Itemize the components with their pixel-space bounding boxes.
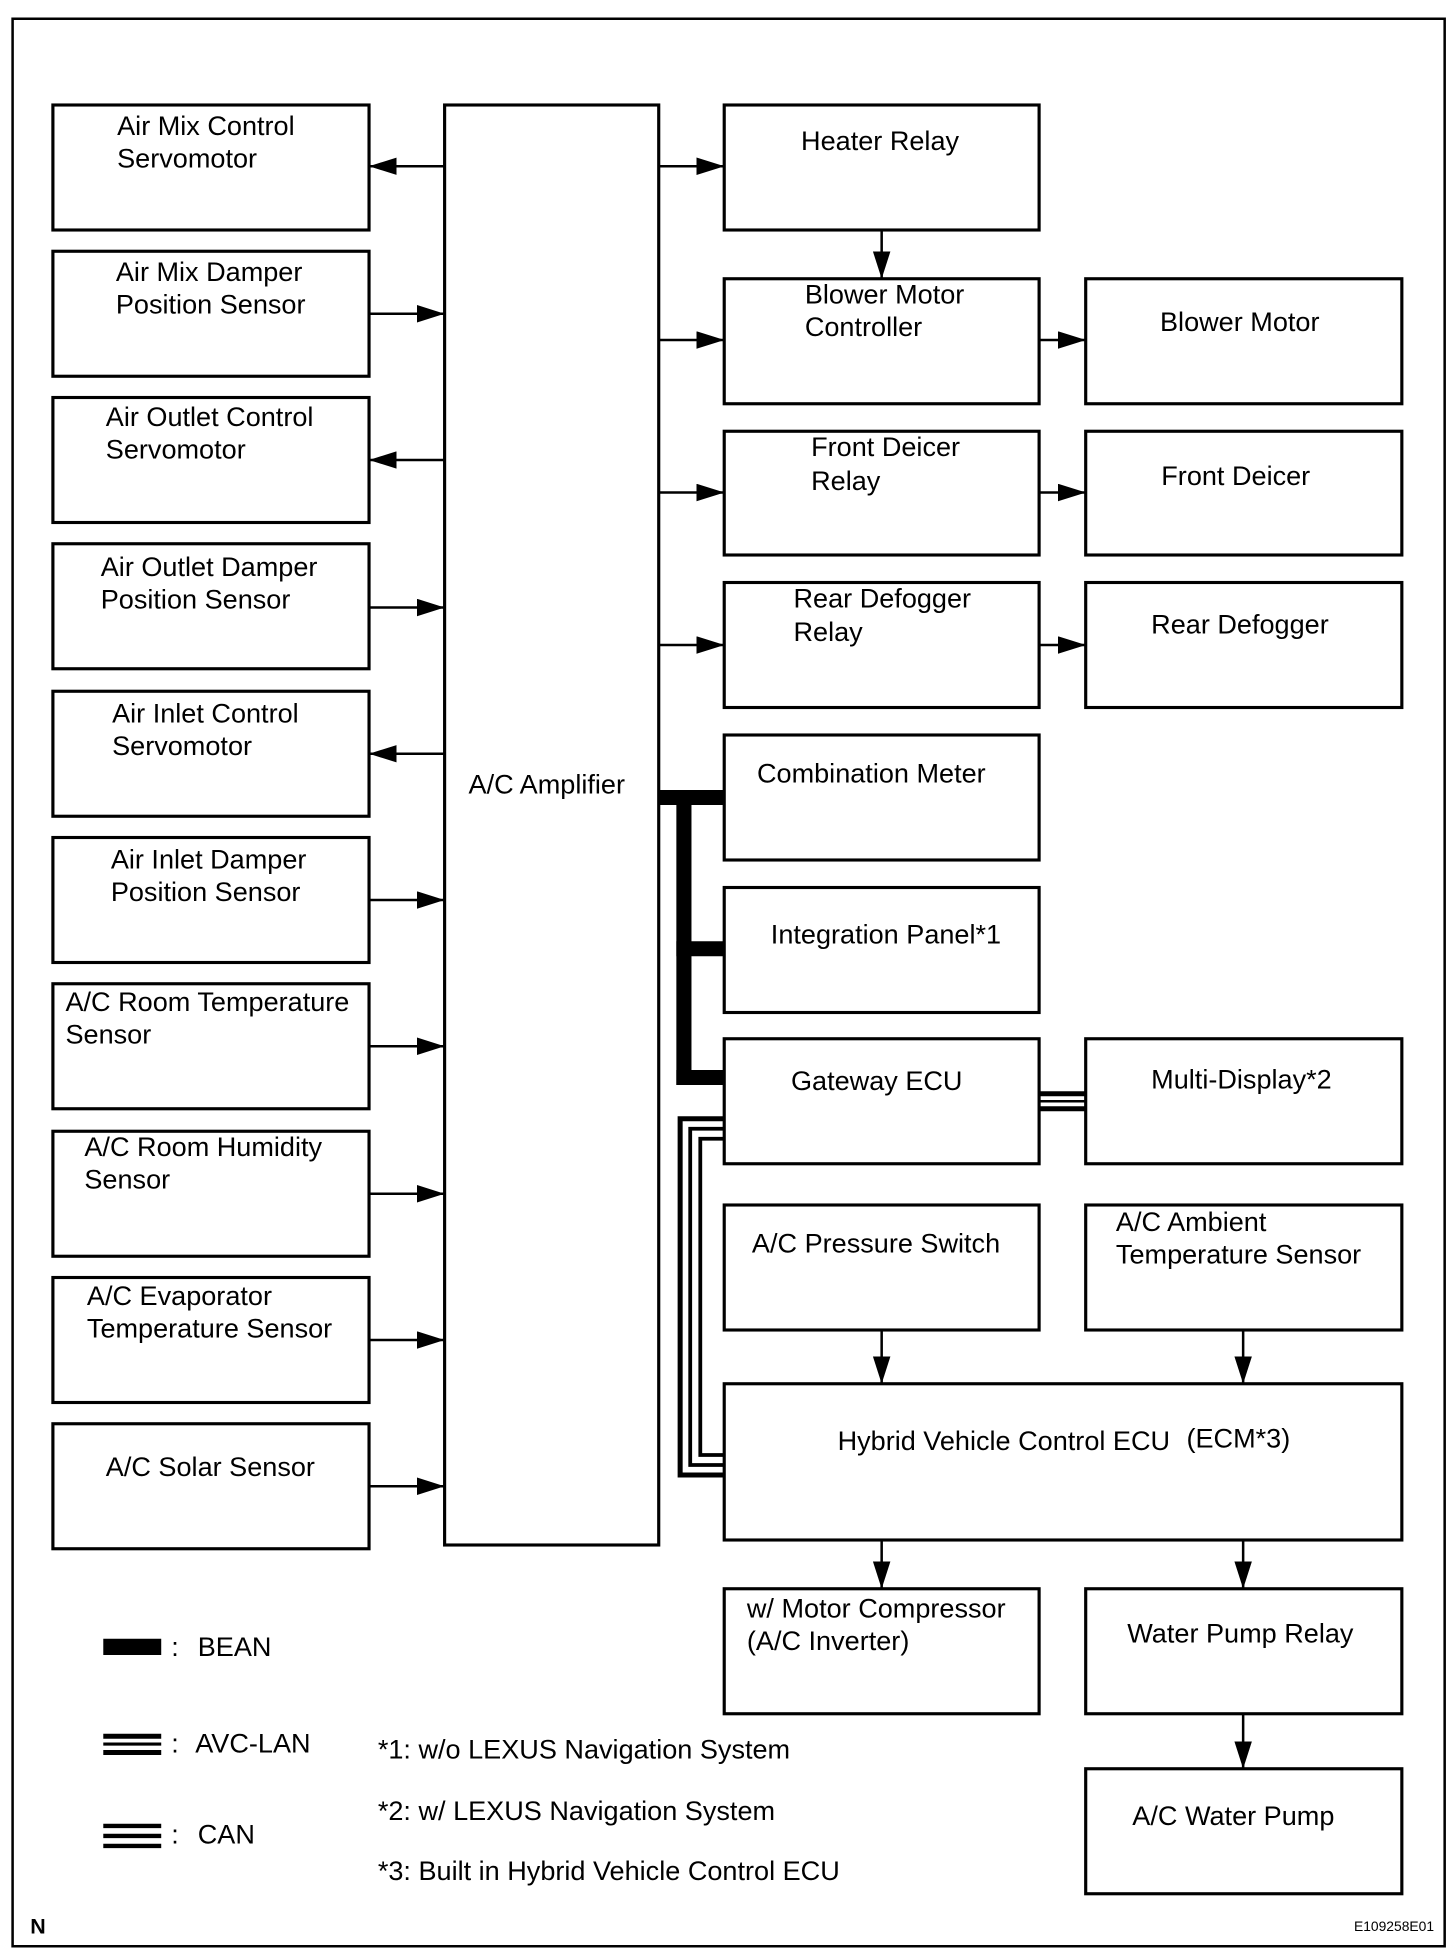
legend-label: AVC-LAN xyxy=(195,1729,310,1759)
block-label: Hybrid Vehicle Control ECU xyxy=(838,1426,1171,1456)
block-label: A/C Pressure Switch xyxy=(752,1229,1000,1259)
legend-item-bean: : BEAN xyxy=(103,1632,271,1662)
block-ac-solar-sensor: A/C Solar Sensor xyxy=(51,1422,371,1551)
footnotes: *1: w/o LEXUS Navigation System *2: w/ L… xyxy=(378,1735,840,1886)
block-heater-relay: Heater Relay xyxy=(722,103,1041,232)
block-ac-evaporator-temperature-sensor: A/C Evaporator Temperature Sensor xyxy=(51,1275,371,1405)
block-label: Front Deicer xyxy=(1161,461,1310,491)
can-line-swatch xyxy=(103,1823,162,1849)
block-hybrid-vehicle-control-ecu: Hybrid Vehicle Control ECU (ECM*3) xyxy=(722,1382,1404,1542)
block-label: Servomotor xyxy=(117,144,257,174)
block-label: Rear Defogger xyxy=(793,584,971,614)
block-label: Air Inlet Control xyxy=(112,699,299,729)
block-label: Front Deicer xyxy=(811,432,960,462)
corner-mark: N xyxy=(30,1915,45,1939)
avc-lan-line-swatch xyxy=(103,1733,162,1755)
legend-label: BEAN xyxy=(198,1632,272,1662)
legend: : BEAN : AVC-LAN : CAN xyxy=(103,1632,311,1850)
block-label: Water Pump Relay xyxy=(1127,1619,1354,1649)
outer-frame xyxy=(11,17,1446,1948)
block-label: Relay xyxy=(811,466,881,496)
block-rear-defogger: Rear Defogger xyxy=(1084,580,1404,710)
block-air-inlet-damper-position-sensor: Air Inlet Damper Position Sensor xyxy=(51,835,371,965)
bean-line-swatch xyxy=(103,1638,162,1655)
block-air-mix-damper-position-sensor: Air Mix Damper Position Sensor xyxy=(51,249,371,378)
block-label: Temperature Sensor xyxy=(1116,1240,1361,1270)
block-front-deicer-relay: Front Deicer Relay xyxy=(722,429,1041,557)
block-label: Gateway ECU xyxy=(791,1066,963,1096)
block-label: A/C Room Humidity xyxy=(84,1132,322,1162)
block-gateway-ecu: Gateway ECU xyxy=(722,1037,1041,1166)
block-label: Air Inlet Damper xyxy=(111,845,307,875)
block-label: Sensor xyxy=(65,1020,151,1050)
block-label: Air Mix Control xyxy=(117,111,294,141)
block-label: Integration Panel*1 xyxy=(771,920,1001,950)
block-label: Temperature Sensor xyxy=(87,1314,332,1344)
block-label: Air Mix Damper xyxy=(116,257,303,287)
avc-lan-link xyxy=(1039,1091,1086,1112)
block-water-pump-relay: Water Pump Relay xyxy=(1084,1587,1404,1716)
block-label: Controller xyxy=(805,312,922,342)
legend-item-can: : CAN xyxy=(103,1820,255,1850)
block-label: Servomotor xyxy=(106,435,246,465)
block-air-mix-control-servomotor: Air Mix Control Servomotor xyxy=(51,103,371,232)
block-label: Combination Meter xyxy=(757,759,986,789)
block-label: Position Sensor xyxy=(116,290,306,320)
block-label: A/C Evaporator xyxy=(87,1281,272,1311)
block-ac-water-pump: A/C Water Pump xyxy=(1084,1767,1404,1896)
block-label: A/C Solar Sensor xyxy=(106,1452,315,1482)
figure-id: E109258E01 xyxy=(1354,1919,1434,1934)
footnote: *1: w/o LEXUS Navigation System xyxy=(378,1735,790,1765)
block-ac-ambient-temperature-sensor: A/C Ambient Temperature Sensor xyxy=(1084,1203,1404,1332)
footnote: *2: w/ LEXUS Navigation System xyxy=(378,1796,775,1826)
block-integration-panel: Integration Panel*1 xyxy=(722,885,1041,1015)
footnote: *3: Built in Hybrid Vehicle Control ECU xyxy=(378,1856,840,1886)
block-label: (A/C Inverter) xyxy=(747,1626,909,1656)
block-combination-meter: Combination Meter xyxy=(722,733,1041,862)
block-label: Sensor xyxy=(84,1165,170,1195)
legend-separator: : xyxy=(171,1632,179,1662)
block-label: A/C Amplifier xyxy=(469,770,625,800)
legend-label: CAN xyxy=(198,1820,255,1850)
legend-separator: : xyxy=(171,1820,179,1850)
block-label: A/C Room Temperature xyxy=(65,987,349,1017)
block-label: A/C Ambient xyxy=(1116,1207,1267,1237)
block-air-outlet-control-servomotor: Air Outlet Control Servomotor xyxy=(51,395,371,525)
block-blower-motor: Blower Motor xyxy=(1084,277,1404,406)
legend-separator: : xyxy=(171,1729,179,1759)
block-front-deicer: Front Deicer xyxy=(1084,429,1404,557)
block-ac-pressure-switch: A/C Pressure Switch xyxy=(722,1203,1041,1332)
block-label: Position Sensor xyxy=(101,585,291,615)
block-label: Rear Defogger xyxy=(1151,610,1329,640)
block-label: w/ Motor Compressor xyxy=(746,1594,1006,1624)
block-ac-amplifier: A/C Amplifier xyxy=(443,103,661,1547)
can-link xyxy=(677,1116,725,1478)
block-ac-room-temperature-sensor: A/C Room Temperature Sensor xyxy=(51,982,371,1111)
block-multi-display: Multi-Display*2 xyxy=(1084,1037,1404,1166)
block-label: A/C Water Pump xyxy=(1132,1801,1334,1831)
legend-item-avc-lan: : AVC-LAN xyxy=(103,1729,311,1759)
block-label: Air Outlet Damper xyxy=(101,552,318,582)
block-air-outlet-damper-position-sensor: Air Outlet Damper Position Sensor xyxy=(51,542,371,671)
block-note: (ECM*3) xyxy=(1186,1424,1290,1454)
bean-bus xyxy=(658,790,725,1085)
block-label: Blower Motor xyxy=(1160,307,1319,337)
block-label: Blower Motor xyxy=(805,280,964,310)
block-air-inlet-control-servomotor: Air Inlet Control Servomotor xyxy=(51,689,371,818)
block-label: Position Sensor xyxy=(111,877,301,907)
block-label: Relay xyxy=(793,617,863,647)
block-label: Servomotor xyxy=(112,731,252,761)
block-rear-defogger-relay: Rear Defogger Relay xyxy=(722,580,1041,710)
block-label: Heater Relay xyxy=(801,126,960,156)
block-label: Air Outlet Control xyxy=(106,402,314,432)
block-ac-room-humidity-sensor: A/C Room Humidity Sensor xyxy=(51,1129,371,1258)
block-motor-compressor: w/ Motor Compressor (A/C Inverter) xyxy=(722,1587,1041,1716)
block-label: Multi-Display*2 xyxy=(1151,1065,1332,1095)
block-blower-motor-controller: Blower Motor Controller xyxy=(722,277,1041,406)
